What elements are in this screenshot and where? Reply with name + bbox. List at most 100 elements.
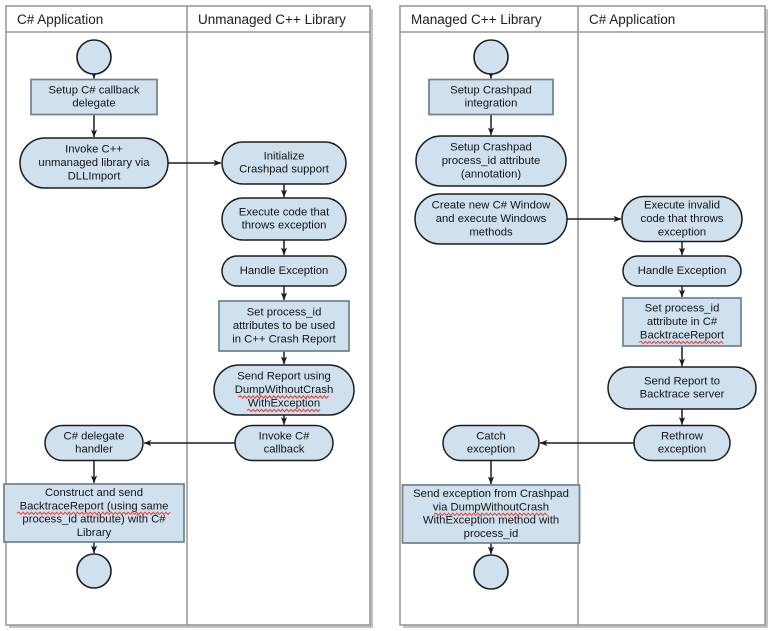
node-label-line: attributes to be used [233, 320, 335, 332]
node-label-line: callback [264, 444, 305, 456]
spelling-error-underline [16, 511, 171, 516]
node-shape-circle [76, 553, 112, 589]
node-M-setup-crashpad: Setup Crashpad integration [428, 78, 554, 116]
node-label-line: Library [77, 527, 112, 539]
node-shape-rounded [607, 366, 757, 410]
node-label-line: handler [75, 444, 113, 456]
node-label-line: Catch [476, 430, 506, 442]
node-R-handle-exception: Handle Exception [221, 255, 347, 287]
node-shape-rounded [221, 197, 347, 241]
lane-title-lane-csharp-app-right: C# Application [589, 12, 675, 27]
lane-title-lane-managed-cpp: Managed C++ Library [411, 12, 542, 27]
node-L-delegate-handler: C# delegate handler [44, 424, 144, 462]
node-shape-rounded [633, 424, 731, 462]
node-label-line: delegate [72, 98, 115, 110]
node-label-line: attribute in C# [647, 316, 718, 328]
node-L-setup-delegate: Setup C# callback delegate [30, 78, 158, 116]
node-shape-rounded [221, 255, 347, 287]
node-label-line: and execute Windows [436, 213, 547, 225]
node-shape-rect [218, 300, 350, 352]
node-label-line: Construct and send [45, 487, 143, 499]
node-shape-rounded [415, 135, 567, 187]
node-label-line: methods [469, 226, 513, 238]
node-label-line: Handle Exception [638, 265, 727, 277]
node-label-line: Rethrow [661, 430, 704, 442]
node-label-line: in C++ Crash Report [232, 333, 336, 345]
node-label-line: DumpWithoutCrash [235, 384, 334, 396]
node-M-start [473, 39, 509, 75]
node-M-catch: Catch exception [442, 424, 540, 462]
node-label-line: Backtrace server [640, 389, 725, 401]
node-shape-rounded [621, 195, 743, 243]
node-shape-rounded [414, 193, 568, 245]
node-shape-rounded [44, 424, 144, 462]
node-L-start [76, 39, 112, 75]
panels-layer: C# Application Unmanaged C++ LibrarySetup… [3, 5, 768, 628]
node-label-line: DLLImport [68, 170, 122, 182]
node-label-line: C# delegate [64, 430, 125, 442]
node-label-line: Handle Exception [240, 265, 329, 277]
node-C-rethrow: Rethrow exception [633, 424, 731, 462]
node-C-send-report: Send Report to Backtrace server [607, 366, 757, 410]
node-shape-rect [30, 78, 158, 116]
spelling-error-underline [237, 395, 329, 399]
node-shape-rounded [442, 424, 540, 462]
node-label-line: (annotation) [461, 168, 522, 180]
node-shape-rounded [221, 141, 347, 185]
node-label-line: Setup Crashpad [450, 142, 532, 154]
node-label-line: throws exception [242, 220, 327, 232]
spelling-error-underline [433, 512, 548, 517]
node-R-invoke-callback: Invoke C# callback [234, 424, 334, 462]
lane-title-lane-unmanaged-cpp: Unmanaged C++ Library [198, 12, 346, 27]
spelling-error-underline [246, 408, 321, 413]
node-R-send-report: Send Report usingDumpWithoutCrashWithExc… [213, 364, 355, 416]
node-shape-rect [622, 297, 742, 347]
node-label-line: Invoke C# [259, 430, 311, 442]
node-label-line: integration [465, 98, 518, 110]
node-shape-circle [473, 39, 509, 75]
node-label-line: Send exception from Crashpad [413, 488, 569, 500]
node-label-line: Create new C# Window [432, 200, 552, 212]
node-label-line: BacktraceReport (using same [20, 500, 169, 512]
node-label-line: Invoke C++ [65, 144, 123, 156]
node-label-line: Setup C# callback [48, 84, 139, 96]
node-label-line: via DumpWithoutCrash [433, 501, 549, 513]
lane-title-lane-csharp-app-left: C# Application [17, 12, 103, 27]
node-label-line: Setup Crashpad [450, 84, 532, 96]
node-label-line: Set process_id [247, 307, 322, 319]
node-label-line: WithException [248, 397, 320, 409]
node-label-line: process_id attribute [442, 155, 541, 167]
node-label-line: Crashpad support [239, 164, 330, 176]
node-label-line: unmanaged library via [38, 157, 150, 169]
node-shape-rounded [19, 137, 169, 189]
spelling-error-underline [638, 340, 724, 345]
node-shape-rounded [622, 255, 742, 287]
node-shape-rounded [234, 424, 334, 462]
node-C-handle-exception: Handle Exception [622, 255, 742, 287]
node-label-line: Send Report to [644, 375, 720, 387]
panel-left: C# Application Unmanaged C++ LibrarySetup… [3, 5, 373, 628]
node-label-line: code that throws [641, 213, 724, 225]
node-label-line: BacktraceReport [640, 329, 725, 341]
node-label-line: Send Report using [237, 371, 331, 383]
node-M-end [473, 554, 509, 590]
node-shape-circle [76, 39, 112, 75]
node-label-line: process_id attribute) with C# [22, 514, 166, 526]
node-shape-circle [473, 554, 509, 590]
node-label-line: exception [467, 444, 515, 456]
node-label-line: process_id [464, 528, 519, 540]
node-label-line: WithException method with [423, 515, 559, 527]
node-label-line: exception [658, 444, 706, 456]
